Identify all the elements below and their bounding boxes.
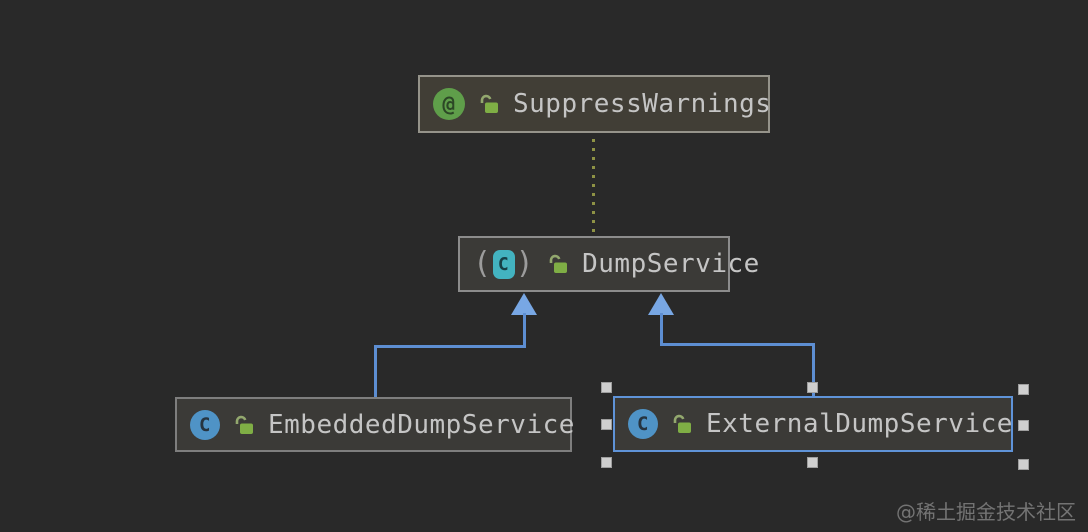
- left-paren: (: [473, 246, 492, 281]
- class-glyph-box: C: [492, 249, 515, 279]
- node-external-dump-service[interactable]: C ExternalDumpService: [613, 396, 1013, 452]
- lock-open-icon: [547, 253, 569, 275]
- watermark-text: @稀土掘金技术社区: [896, 500, 1076, 524]
- selection-handle-bottom-left[interactable]: [601, 457, 612, 468]
- edge-segment[interactable]: [523, 313, 526, 347]
- edge-segment[interactable]: [660, 343, 815, 346]
- lock-open-icon: [233, 414, 255, 436]
- selection-handle-top-mid[interactable]: [807, 382, 818, 393]
- lock-open-icon: [671, 413, 693, 435]
- selection-handle-top-right[interactable]: [1018, 384, 1029, 395]
- edge-segment[interactable]: [812, 343, 815, 396]
- node-embedded-dump-service[interactable]: C EmbeddedDumpService: [175, 397, 575, 452]
- right-paren: ): [515, 246, 535, 281]
- lock-open-icon: [478, 93, 500, 115]
- inheritance-arrowhead[interactable]: [511, 293, 537, 315]
- node-label: SuppressWarnings: [513, 89, 772, 119]
- node-label: ExternalDumpService: [706, 409, 1013, 439]
- node-label: DumpService: [582, 249, 760, 279]
- selection-handle-mid-left[interactable]: [601, 419, 612, 430]
- selection-handle-bottom-right[interactable]: [1018, 459, 1029, 470]
- edge-dotted-annotation[interactable]: [592, 139, 595, 233]
- selection-handle-bottom-mid[interactable]: [807, 457, 818, 468]
- selection-handle-mid-right[interactable]: [1018, 420, 1029, 431]
- selection-handle-top-left[interactable]: [601, 382, 612, 393]
- annotation-icon: @: [433, 88, 465, 120]
- edge-segment[interactable]: [374, 345, 377, 397]
- class-in-parens-icon: ( C ): [473, 249, 534, 279]
- node-dump-service[interactable]: ( C ) DumpService: [458, 236, 759, 292]
- node-label: EmbeddedDumpService: [268, 409, 575, 440]
- inheritance-arrowhead[interactable]: [648, 293, 674, 315]
- class-icon: C: [190, 409, 220, 440]
- class-icon: C: [628, 409, 658, 439]
- edge-segment[interactable]: [374, 345, 526, 348]
- edge-segment[interactable]: [660, 313, 663, 345]
- node-suppress-warnings[interactable]: @ SuppressWarnings: [418, 75, 772, 133]
